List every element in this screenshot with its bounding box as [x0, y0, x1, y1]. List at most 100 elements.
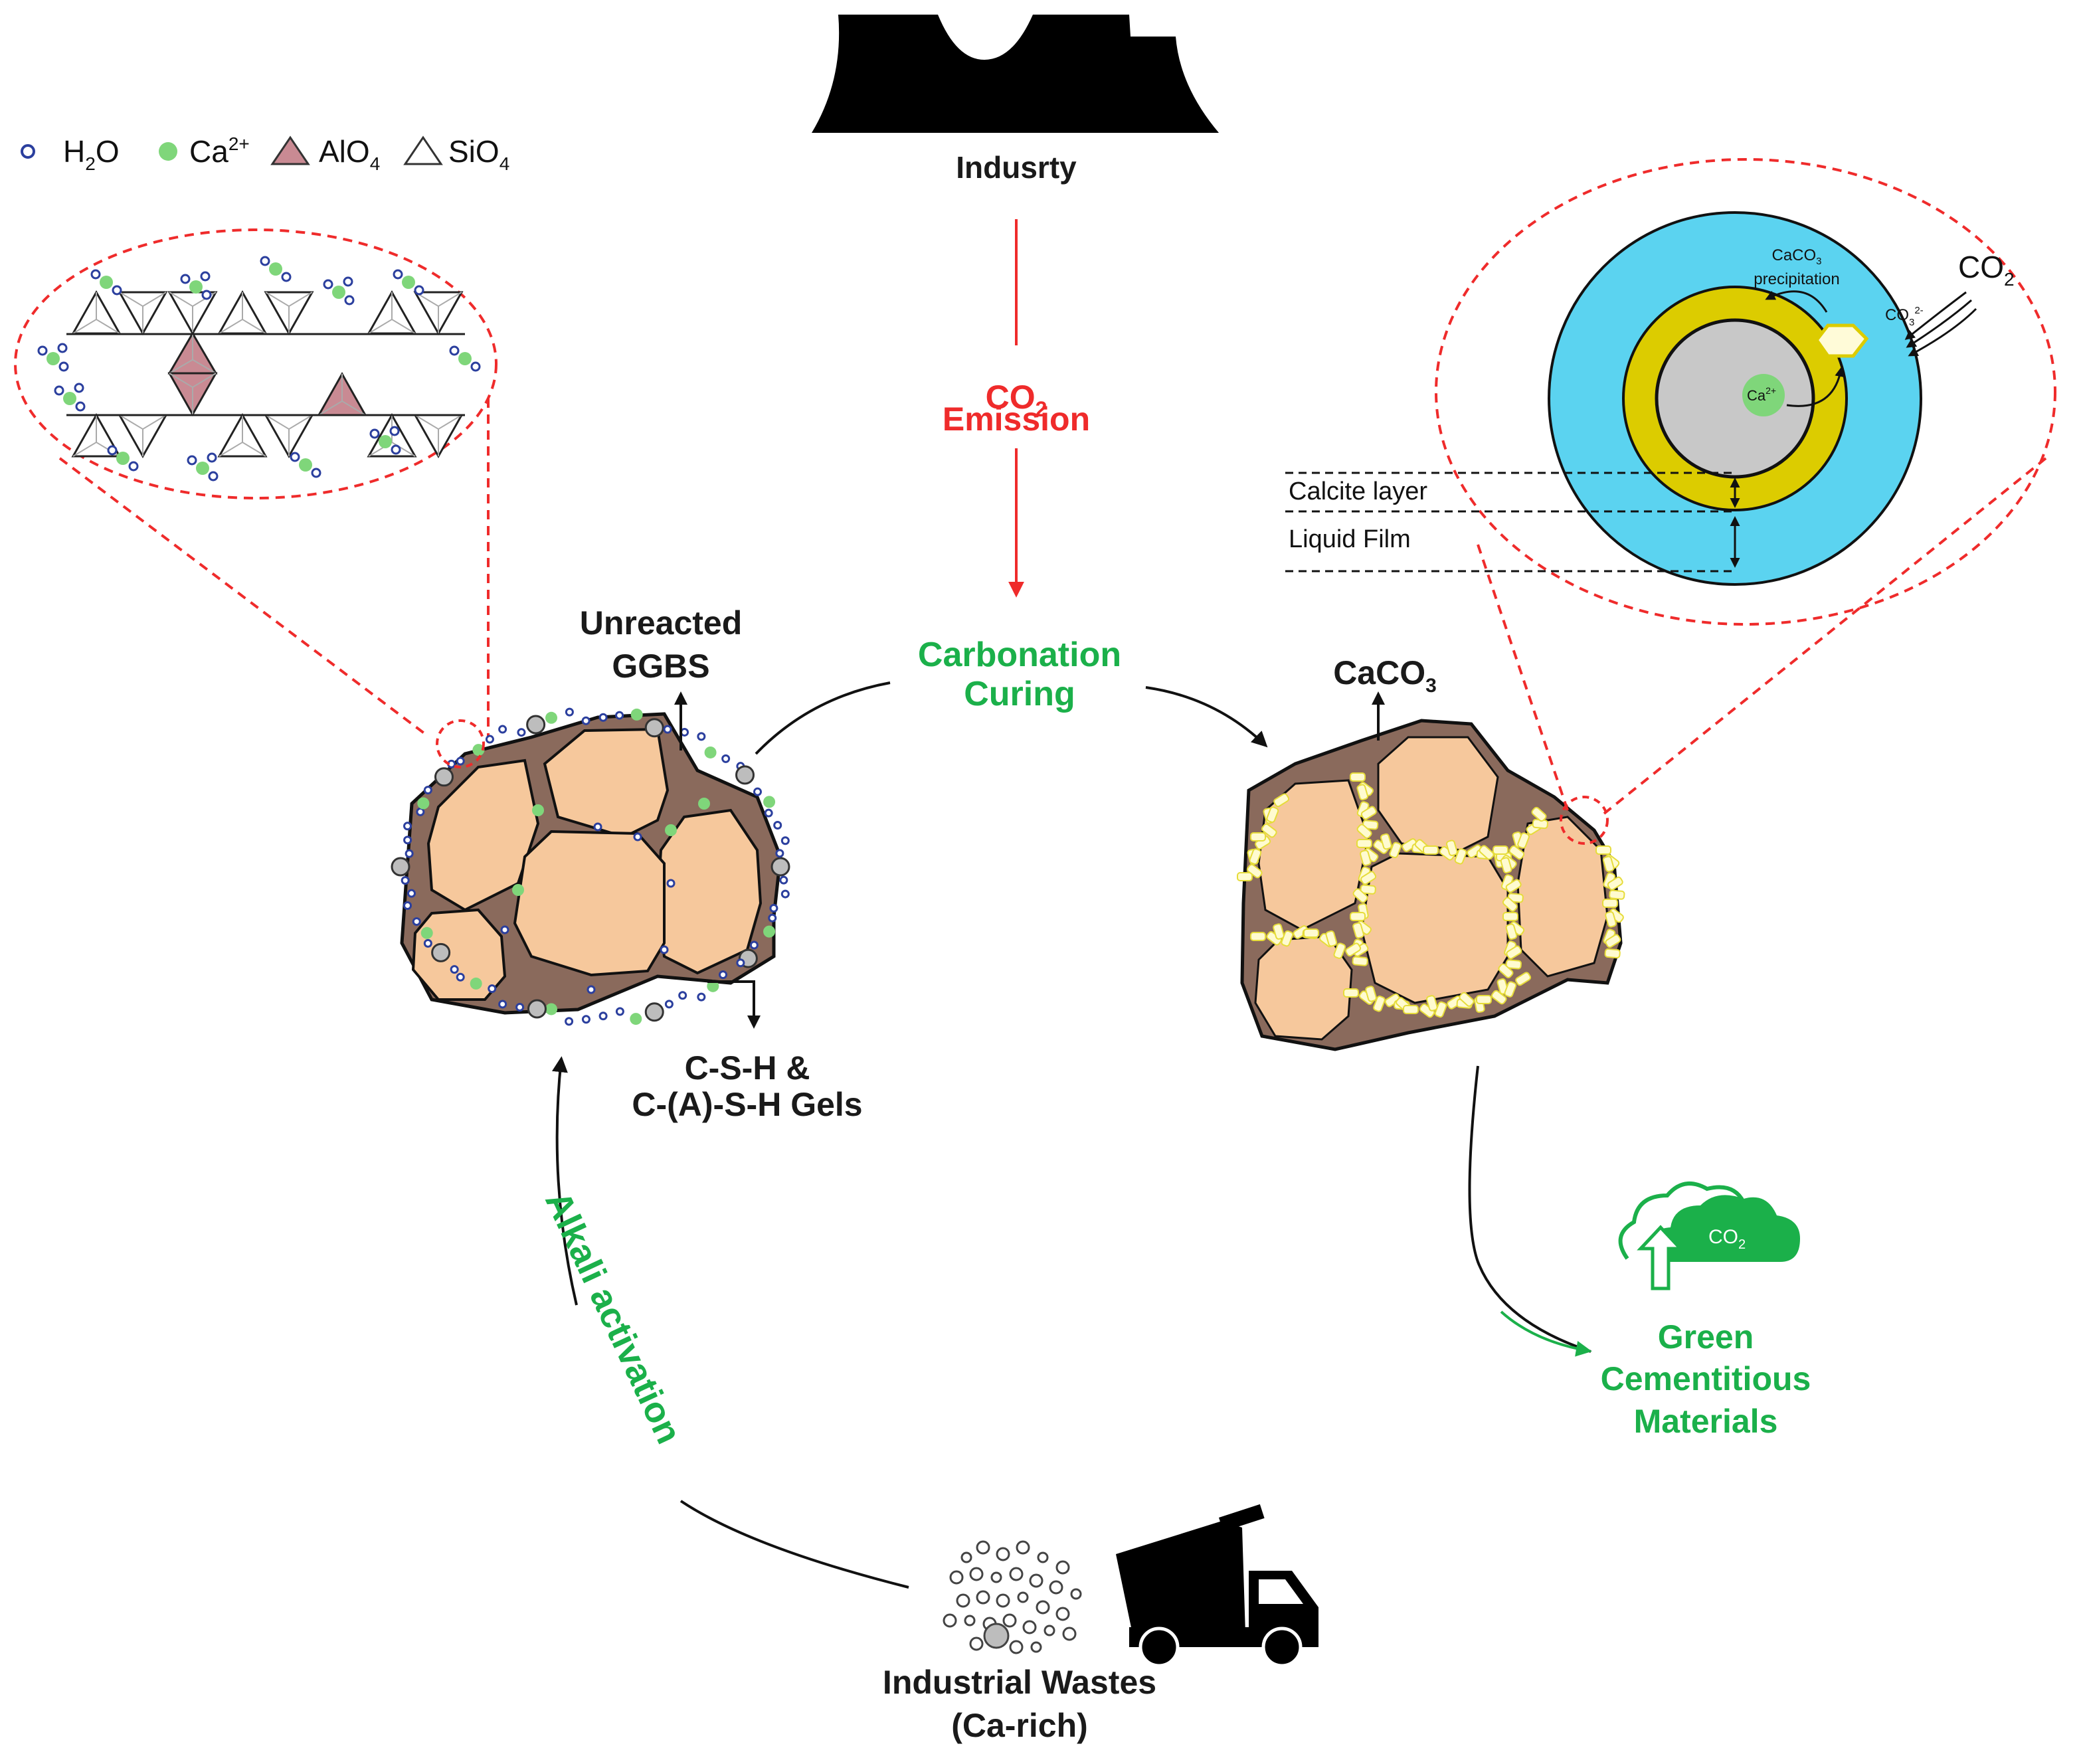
sio4-tetrahedron [367, 290, 417, 335]
ca-ion [332, 286, 345, 299]
water-molecule [565, 1017, 574, 1026]
inset-right-border [1435, 158, 2056, 626]
grain-right-5 [1254, 935, 1353, 1041]
dump-truck-icon [1116, 1504, 1318, 1668]
water-molecule [718, 970, 727, 980]
waste-particle [1022, 1620, 1037, 1634]
waste-particle [964, 1615, 976, 1627]
water-molecule [412, 917, 421, 926]
waste-particle [1002, 1613, 1017, 1628]
calcite-crystal [1365, 986, 1377, 1002]
tetrahedron-edge [119, 292, 167, 333]
tetrahedron-edge [265, 292, 313, 333]
calcite-crystal [1373, 996, 1386, 1012]
calcite-crystal [1445, 839, 1458, 857]
tetrahedron-edge [219, 415, 266, 457]
industry: Indusrty CO2 Emission [812, 15, 1219, 598]
co3-label: CO32- [1885, 305, 1924, 328]
calcite-crystal [1515, 972, 1532, 986]
waste-particles-icon [943, 1540, 1082, 1654]
waste-particle [969, 1636, 984, 1651]
water-molecule [678, 991, 687, 1000]
carbonation-mechanism-inset: Ca2+ CaCO3 precipitation CO32- CO2 Calci… [1285, 158, 2056, 815]
gel-label-line1: C-S-H & [685, 1049, 810, 1087]
calcite-crystal [1350, 912, 1366, 921]
waste-particle [976, 1590, 990, 1605]
waste-particle [1036, 1600, 1050, 1615]
waste-particle [1062, 1627, 1077, 1641]
water-molecule [500, 925, 509, 934]
ca-diffusion-arrow [1786, 367, 1845, 407]
co2-emission-line2: Emission [943, 400, 1090, 438]
calcite-crystal [1479, 845, 1495, 860]
water-molecule [37, 345, 48, 356]
wastes-label-line2: (Ca-rich) [951, 1707, 1088, 1744]
calcite-crystal [1343, 988, 1359, 998]
legend-ca-label: Ca2+ [189, 133, 250, 169]
left-cluster-ions [391, 707, 790, 1026]
calcite-crystal [1250, 932, 1266, 941]
up-arrow-icon [1637, 1225, 1684, 1290]
inset-left-border [14, 228, 498, 499]
ca-ion [630, 1013, 642, 1025]
waste-particle-large [983, 1623, 1010, 1649]
ca-ion [470, 977, 482, 990]
water-molecule [470, 361, 481, 372]
ca-ion [63, 392, 76, 405]
co2-emission-line1: CO2 [986, 379, 1047, 421]
water-molecule [58, 361, 69, 372]
tetrahedron-edge [169, 333, 217, 374]
calcite-crystal [1250, 832, 1266, 841]
water-molecule [769, 904, 778, 913]
calcite-crystal [1266, 806, 1279, 823]
calcite-crystals [1237, 772, 1625, 1018]
zoom-marker-left [436, 719, 485, 768]
water-molecule [403, 836, 412, 845]
calcite-crystal [1380, 833, 1392, 850]
waste-particle [990, 1571, 1002, 1583]
water-molecule [311, 468, 321, 478]
water-molecule [660, 945, 669, 954]
unreacted-ggbs-grain [434, 767, 454, 787]
water-molecule [401, 876, 410, 885]
waste-particle [1070, 1588, 1082, 1600]
zoom-line-left-1 [58, 457, 426, 735]
ca-ion [458, 352, 472, 365]
unreacted-ggbs-grain [771, 857, 790, 877]
ca-ion [545, 1003, 558, 1015]
water-molecule [581, 1015, 590, 1024]
calcite-crystal [1360, 884, 1376, 895]
green-label: Green [1658, 1318, 1754, 1356]
ca-ion [116, 452, 130, 465]
inset-ions [37, 256, 481, 482]
waste-particle [943, 1613, 957, 1628]
ca-ion [545, 711, 558, 724]
sio4-legend-icon [403, 135, 443, 165]
calcite-crystal [1273, 923, 1285, 940]
h2o-legend-icon [21, 144, 35, 159]
water-molecule [488, 984, 497, 994]
water-molecule [615, 1007, 624, 1016]
water-molecule [260, 256, 270, 266]
waste-particle [1009, 1640, 1024, 1654]
calcite-crystal [1352, 956, 1368, 966]
calcite-crystal [1249, 848, 1262, 865]
materials-label: Materials [1634, 1403, 1778, 1440]
waste-particle [1049, 1580, 1063, 1595]
calcite-crystal [1360, 806, 1377, 820]
ca-ion [630, 708, 643, 721]
tetrahedron-edge [72, 292, 120, 334]
waste-particle [1037, 1551, 1049, 1563]
carbonation-label: Carbonation [918, 636, 1121, 674]
unreacted-ggbs-grain [391, 857, 410, 877]
water-molecule [180, 274, 191, 284]
waste-particle [1009, 1567, 1024, 1581]
calcite-crystal [1360, 871, 1377, 885]
water-molecule [75, 401, 86, 412]
ca-ion-label: Ca2+ [1747, 385, 1776, 404]
water-molecule [405, 849, 414, 858]
water-molecule [187, 455, 197, 466]
precipitation-label-line1: CaCO3 [1771, 246, 1821, 267]
grain-right-3 [1360, 852, 1509, 1004]
grain-right-4 [1516, 816, 1609, 978]
